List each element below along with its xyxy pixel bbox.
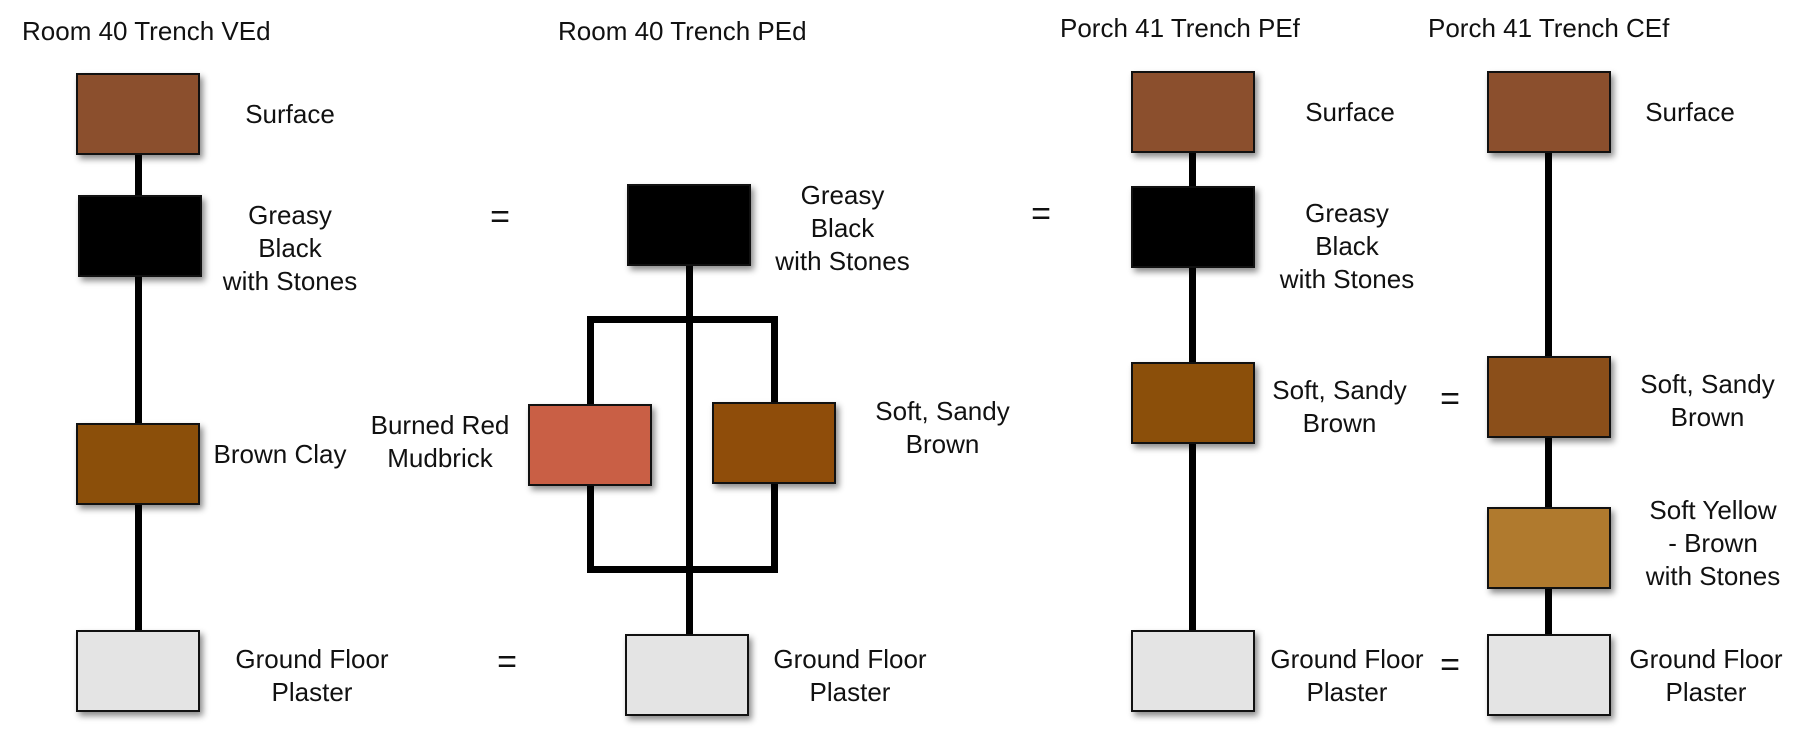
column-title: Room 40 Trench PEd [558,16,807,46]
layer-label: Surface [1645,97,1735,127]
column-title: Room 40 Trench VEd [22,16,271,46]
equals-sign: = [490,198,510,236]
layer-label: Greasy Black with Stones [222,200,358,296]
layer-label: Soft Yellow - Brown with Stones [1645,495,1781,591]
layer-box-surface [76,73,200,155]
column-title: Porch 41 Trench CEf [1428,13,1670,43]
equals-sign: = [1440,646,1460,684]
layer-box-soft-sandy-brown [712,402,836,484]
layer-box-greasy-black [627,184,751,266]
equals-sign: = [1031,195,1051,233]
layer-box-brown-clay [76,423,200,505]
equals-sign: = [1440,380,1460,418]
layer-label: Ground Floor Plaster [1270,644,1424,707]
equals-sign: = [497,643,517,681]
layer-box-ground-floor-plaster [625,634,749,716]
layer-label: Soft, Sandy Brown [1640,369,1775,432]
connector-line [587,566,778,573]
layer-box-soft-sandy-brown [1131,362,1255,444]
layer-box-greasy-black [1131,186,1255,268]
layer-label: Surface [245,99,335,129]
layer-label: Surface [1305,97,1395,127]
layer-box-burned-red-mudbrick [528,404,652,486]
layer-box-soft-yellow-brown [1487,507,1611,589]
layer-label: Burned Red Mudbrick [370,410,510,473]
column-title: Porch 41 Trench PEf [1060,13,1300,43]
layer-box-ground-floor-plaster [76,630,200,712]
layer-label: Ground Floor Plaster [1629,644,1783,707]
connector-line [587,316,778,323]
layer-label: Soft, Sandy Brown [1272,375,1407,438]
layer-box-ground-floor-plaster [1131,630,1255,712]
layer-box-surface [1131,71,1255,153]
layer-label: Soft, Sandy Brown [875,396,1010,459]
layer-label: Ground Floor Plaster [773,644,927,707]
layer-box-greasy-black [78,195,202,277]
layer-label: Greasy Black with Stones [1279,198,1415,294]
layer-box-surface [1487,71,1611,153]
layer-box-ground-floor-plaster [1487,634,1611,716]
layer-label: Ground Floor Plaster [235,644,389,707]
connector-line [686,230,693,635]
layer-label: Greasy Black with Stones [775,180,910,276]
connector-line [135,100,142,650]
layer-label: Brown Clay [213,439,347,469]
layer-box-soft-sandy-brown [1487,356,1611,438]
